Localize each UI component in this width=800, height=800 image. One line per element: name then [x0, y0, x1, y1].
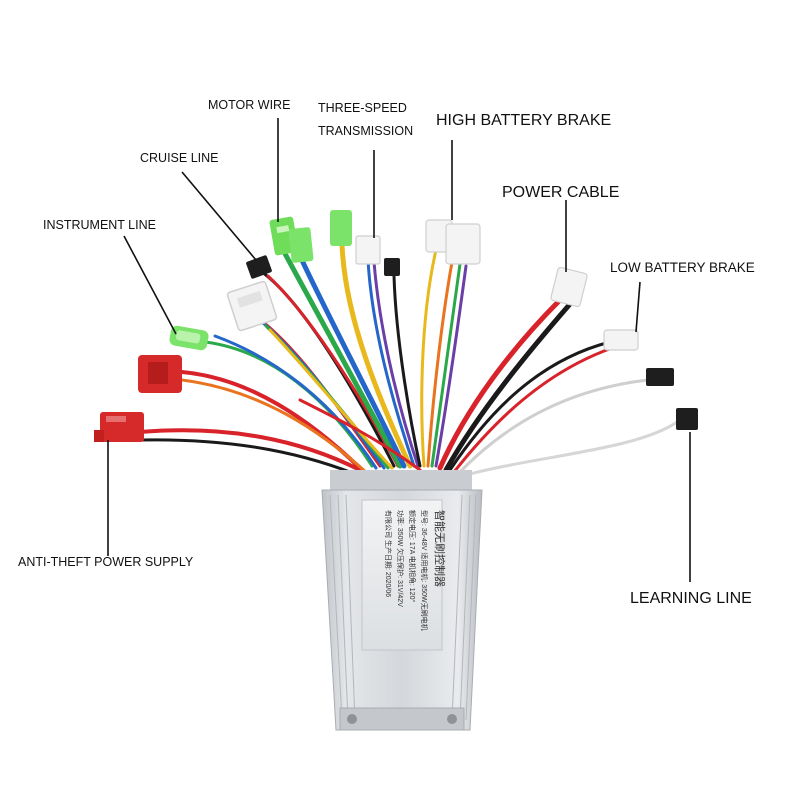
- wire-hbrake-purple: [434, 264, 468, 468]
- anti-theft-connector: [94, 412, 144, 442]
- wire-speed-purple: [372, 260, 420, 468]
- label-instrument-line: INSTRUMENT LINE: [43, 218, 156, 232]
- instrument-connector: [169, 325, 209, 351]
- controller-label-plate: [361, 499, 443, 651]
- wire-anti-theft-black: [138, 438, 367, 480]
- wire-anti-theft-red: [138, 428, 362, 472]
- leader-cruise: [181, 171, 257, 261]
- label-three-speed-line2: TRANSMISSION: [318, 124, 414, 138]
- wire-hbrake-green: [430, 262, 462, 468]
- high-brake-connector: [425, 219, 481, 265]
- label-three-speed-line1: THREE-SPEED: [318, 101, 407, 115]
- three-speed-connector: [355, 235, 400, 276]
- controller-label-line-1: 智能无刷控制器: [433, 510, 447, 587]
- red-power-connector: [138, 355, 182, 393]
- wire-lbrake-black: [448, 340, 612, 472]
- controller-label-line-2: 型号: 36-48V 适用电机: 350W无刷电机: [420, 510, 429, 631]
- label-low-battery-brake: LOW BATTERY BRAKE: [610, 260, 755, 275]
- label-learning-line: LEARNING LINE: [630, 590, 752, 607]
- wire-lbrake-red: [452, 346, 614, 474]
- wire-speed-blue: [366, 258, 416, 468]
- cruise-connector: [246, 255, 272, 279]
- controller-label-line-3: 额定电压: 17A 电机相角: 120°: [408, 510, 417, 602]
- controller-label-text: 智能无刷控制器 型号: 36-48V 适用电机: 350W无刷电机 额定电压: …: [384, 510, 447, 631]
- motor-connectors: [269, 210, 352, 263]
- controller-label-line-4: 功率: 350W 欠压保护: 31V/42V: [396, 510, 405, 607]
- leader-instrument: [123, 235, 177, 335]
- low-brake-connector: [603, 329, 639, 351]
- label-cruise-line: CRUISE LINE: [140, 151, 219, 165]
- housing-fins: [329, 494, 477, 721]
- wire-bundle: [138, 241, 682, 480]
- wire-motor-green: [280, 247, 403, 469]
- wire-bundle-red-mid: [298, 398, 422, 472]
- wire-alarm-white: [456, 378, 650, 476]
- wire-instrument-blue: [213, 334, 378, 470]
- wire-hbrake-yellow: [420, 248, 438, 468]
- wire-motor-blue: [297, 253, 407, 469]
- wire-power-red-right: [437, 297, 563, 471]
- wire-motor-yellow: [339, 241, 413, 469]
- wire-hall-yellow: [268, 328, 394, 470]
- controller-housing: [321, 470, 483, 731]
- label-high-battery-brake: HIGH BATTERY BRAKE: [436, 112, 612, 129]
- wire-speed-black: [392, 274, 422, 468]
- wire-instrument-green: [203, 340, 374, 468]
- alarm-connector: [646, 368, 674, 386]
- hall-connector: [226, 280, 278, 332]
- label-motor-wire: MOTOR WIRE: [208, 98, 291, 112]
- connectors: [94, 210, 698, 442]
- learning-connector: [676, 408, 698, 430]
- wire-power-black-right: [443, 301, 573, 473]
- label-anti-theft-power-supply: ANTI-THEFT POWER SUPPLY: [18, 555, 194, 569]
- wire-power-red-left: [180, 370, 362, 470]
- power-cable-connector: [550, 266, 588, 308]
- wire-power-orange: [180, 378, 370, 476]
- controller-label-line-5: 有限公司 生产日期: 2020/06: [384, 510, 393, 597]
- leader-lines: [107, 118, 691, 582]
- label-power-cable: POWER CABLE: [502, 184, 620, 201]
- leader-low-brake: [635, 281, 641, 333]
- wire-hbrake-orange: [426, 260, 454, 468]
- wire-learning-white: [460, 418, 682, 478]
